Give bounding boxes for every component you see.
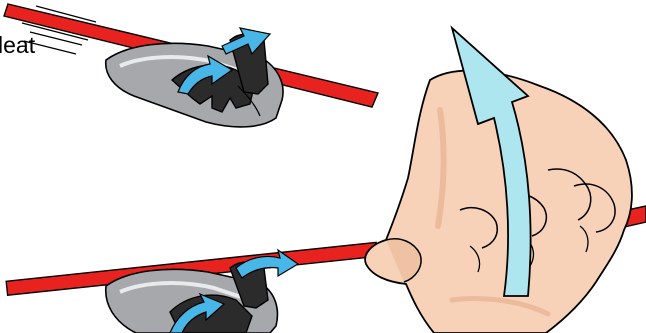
cleat-label: leat: [0, 34, 35, 57]
